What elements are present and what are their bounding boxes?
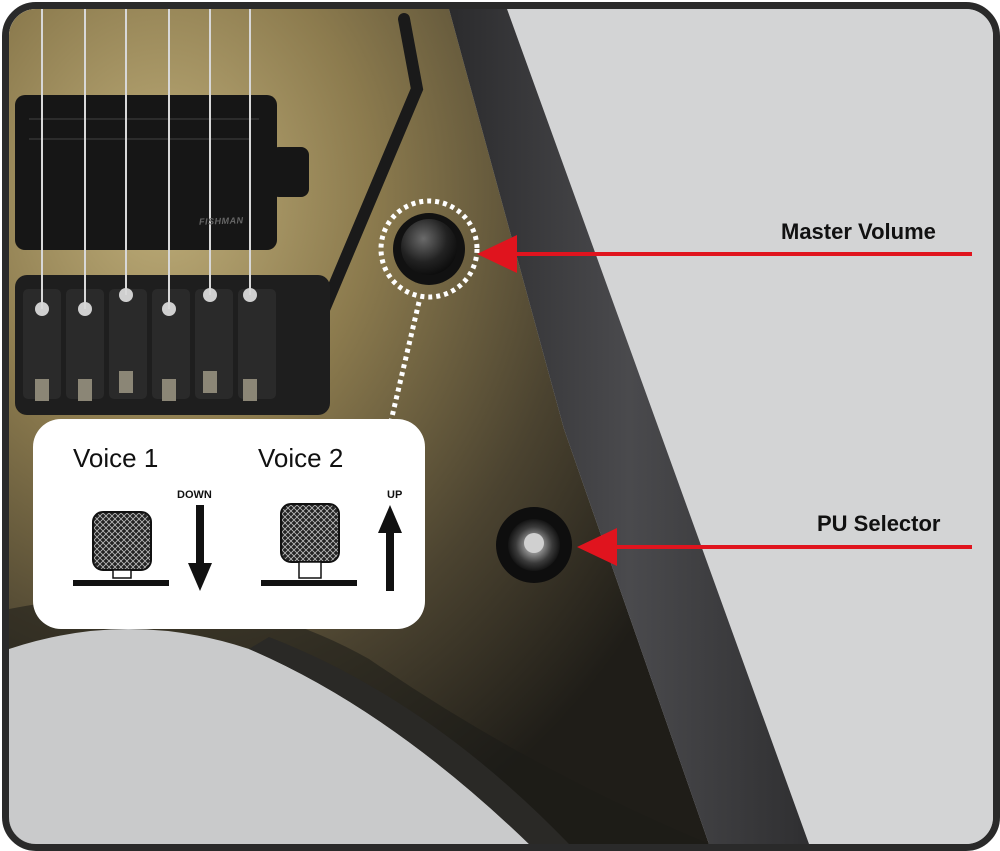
master-volume-label: Master Volume (781, 219, 936, 244)
background-curve (9, 629, 529, 844)
knob-down-diagram (73, 511, 169, 586)
knob-highlight-circle (378, 198, 480, 300)
voice-1-direction-label: DOWN (177, 489, 212, 501)
tremolo-arm (293, 13, 424, 375)
voice-2-direction-label: UP (387, 489, 403, 501)
voice-2-title: Voice 2 (258, 443, 344, 473)
arrow-down-icon (188, 505, 212, 591)
master-volume-knob (401, 219, 457, 275)
knob-up-diagram (261, 503, 357, 586)
body-surface-line (261, 580, 357, 586)
knob-icon (280, 503, 340, 563)
master-volume-arrow (477, 235, 972, 273)
pickup (15, 95, 277, 250)
pu-selector-arrow (577, 528, 972, 566)
body-surface-line (73, 580, 169, 586)
knob-icon (92, 511, 152, 571)
voice-legend-panel: Voice 1 DOWN Voice 2 UP (33, 419, 425, 629)
guitar-strings (41, 9, 251, 309)
pickup-brand-logo: FISHMAN (198, 215, 244, 227)
body-bevel (449, 9, 809, 844)
arrow-up-icon (378, 505, 402, 591)
pu-selector-label: PU Selector (817, 511, 941, 536)
voice-1-title: Voice 1 (73, 443, 159, 473)
bridge-saddles (23, 288, 276, 401)
